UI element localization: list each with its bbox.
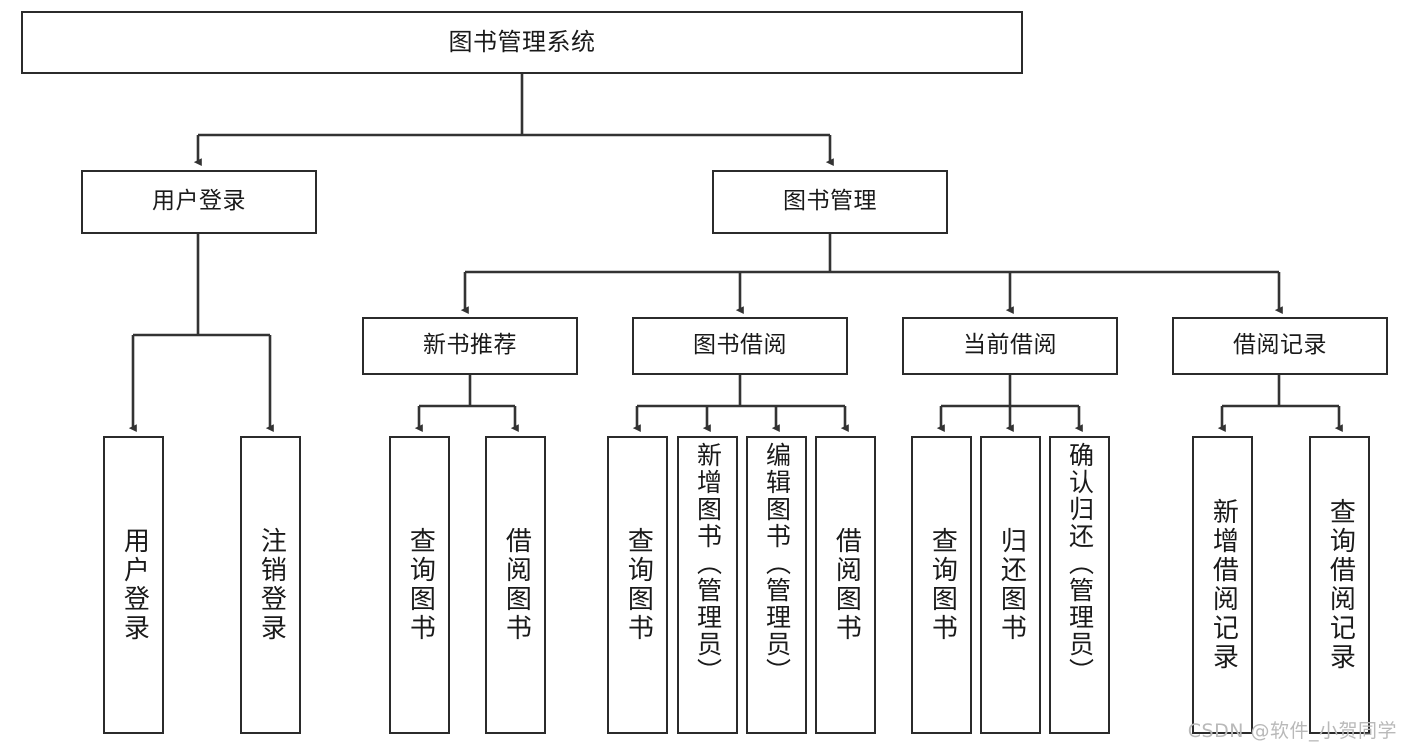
node-new-book-recommend[interactable]: 新书推荐 — [362, 317, 578, 375]
node-label: 图书借阅 — [693, 332, 787, 359]
node-label: 新书推荐 — [423, 332, 517, 359]
node-label: 新增借阅记录 — [1208, 498, 1239, 672]
leaf-add-book[interactable]: 新增图书（管理员） — [677, 436, 738, 734]
leaf-logout-login[interactable]: 注销登录 — [240, 436, 301, 734]
node-label: 确认归还（管理员） — [1065, 442, 1095, 685]
node-label: 当前借阅 — [963, 332, 1057, 359]
csdn-watermark: CSDN @软件_小贺同学 — [1187, 720, 1397, 742]
leaf-borrow-book[interactable]: 借阅图书 — [815, 436, 876, 734]
leaf-confirm-return[interactable]: 确认归还（管理员） — [1049, 436, 1110, 734]
node-user-login[interactable]: 用户登录 — [81, 170, 317, 234]
node-label: 归还图书 — [996, 527, 1027, 643]
node-root-book-management-system[interactable]: 图书管理系统 — [21, 11, 1023, 74]
node-label: 编辑图书（管理员） — [762, 442, 792, 685]
leaf-add-borrow-record[interactable]: 新增借阅记录 — [1192, 436, 1253, 734]
node-borrow-record[interactable]: 借阅记录 — [1172, 317, 1388, 375]
node-label: 查询图书 — [623, 527, 654, 643]
node-label: 用户登录 — [152, 188, 246, 215]
leaf-user-login[interactable]: 用户登录 — [103, 436, 164, 734]
leaf-return-book[interactable]: 归还图书 — [980, 436, 1041, 734]
node-label: 新增图书（管理员） — [693, 442, 723, 685]
node-label: 借阅图书 — [831, 527, 862, 643]
node-label: 查询图书 — [405, 527, 436, 643]
node-label: 图书管理系统 — [448, 28, 596, 57]
leaf-query-book-recommend[interactable]: 查询图书 — [389, 436, 450, 734]
node-book-management[interactable]: 图书管理 — [712, 170, 948, 234]
leaf-query-book-current[interactable]: 查询图书 — [911, 436, 972, 734]
leaf-query-borrow-record[interactable]: 查询借阅记录 — [1309, 436, 1370, 734]
node-current-borrow[interactable]: 当前借阅 — [902, 317, 1118, 375]
node-label: 用户登录 — [119, 527, 150, 643]
node-label: 查询借阅记录 — [1325, 498, 1356, 672]
node-label: 注销登录 — [256, 527, 287, 643]
node-book-borrow[interactable]: 图书借阅 — [632, 317, 848, 375]
leaf-borrow-book-recommend[interactable]: 借阅图书 — [485, 436, 546, 734]
node-label: 图书管理 — [783, 188, 877, 215]
node-label: 查询图书 — [927, 527, 958, 643]
leaf-query-book-borrow[interactable]: 查询图书 — [607, 436, 668, 734]
node-label: 借阅图书 — [501, 527, 532, 643]
node-label: 借阅记录 — [1233, 332, 1327, 359]
leaf-edit-book[interactable]: 编辑图书（管理员） — [746, 436, 807, 734]
